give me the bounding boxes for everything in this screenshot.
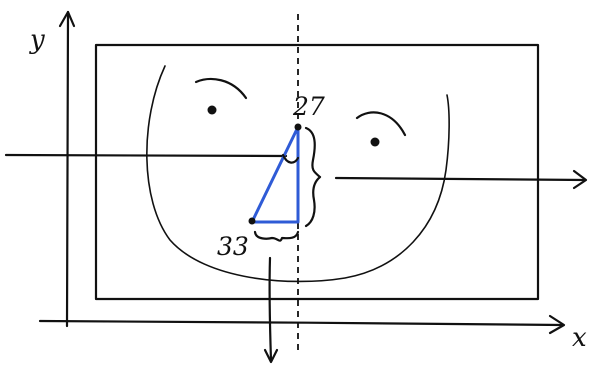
horizontal-brace (253, 230, 300, 242)
local-x-axis-line (334, 176, 587, 182)
top-point (294, 123, 302, 131)
local-x-axis-arrowhead (572, 169, 588, 190)
x-axis-label: x (572, 323, 587, 353)
face-outline (146, 65, 450, 283)
top-point-label: 27 (292, 92, 325, 121)
local-y-axis-line (268, 256, 273, 362)
local-y-axis-arrowhead (263, 348, 279, 364)
left-eyebrow (194, 78, 248, 100)
left-eye (207, 105, 217, 115)
local-y-axis (263, 256, 279, 364)
bottom-point-label: 33 (217, 232, 249, 261)
x-axis-line (38, 319, 564, 327)
y-axis-arrowhead (58, 10, 76, 28)
right-eyebrow (355, 111, 407, 137)
image-frame-rectangle (94, 43, 540, 301)
x-axis-arrowhead (548, 314, 566, 335)
blue-right-triangle (250, 125, 300, 224)
vertical-brace (304, 126, 322, 228)
bottom-point (248, 217, 256, 225)
x-axis (38, 314, 566, 335)
left-horizontal-line (4, 153, 288, 158)
y-axis-label: y (29, 25, 45, 55)
right-eye (370, 137, 380, 147)
local-x-axis (334, 169, 588, 190)
angle-arc (281, 153, 300, 164)
y-axis-line (65, 10, 70, 328)
y-axis (58, 10, 76, 328)
